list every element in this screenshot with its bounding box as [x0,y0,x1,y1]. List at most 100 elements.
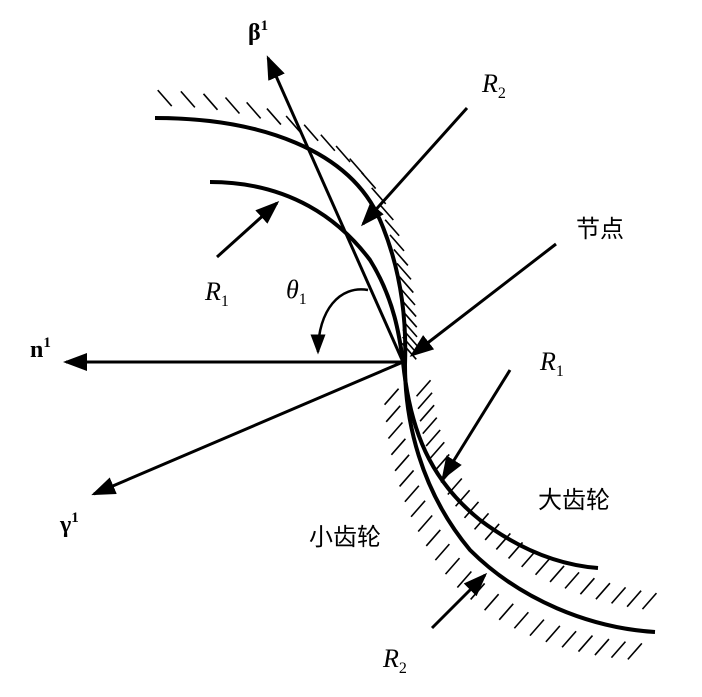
n-superscript: 1 [43,335,51,351]
hatch-mark [579,577,595,595]
hatch-mark [361,172,377,190]
hatch-mark [394,454,410,472]
hatch-mark [444,557,461,575]
r2-top-subscript: 2 [498,85,506,102]
hatch-mark [303,124,319,142]
hatch-mark [610,641,627,659]
large-gear-label: 大齿轮 [538,486,610,514]
hatch-mark [320,134,336,152]
n-label: n1 [30,335,51,363]
beta-symbol: β [248,20,261,46]
hatch-mark [594,638,610,656]
n-symbol: n [30,337,43,363]
hatch-mark [180,90,196,108]
hatch-mark [415,379,432,397]
gamma-superscript: 1 [71,510,79,526]
hatch-mark [577,635,594,653]
hatch-mark [463,501,480,519]
r1-left-pointer [215,200,280,259]
r1-left-subscript: 1 [221,293,229,310]
inner-profile-curve-upper [209,180,405,363]
r1-right-pointer [441,369,512,481]
hatch-mark [417,514,433,533]
pitch-point-pointer [409,242,557,357]
hatch-mark [410,500,426,518]
hatch-mark [549,565,565,583]
hatch-mark [401,300,417,318]
gamma-symbol: γ [59,512,71,538]
hatch-mark [626,590,642,608]
hatch-mark [595,582,611,600]
small-gear-hatching [157,89,418,360]
beta-superscript: 1 [261,18,269,34]
hatch-mark [495,532,511,550]
hatch-mark [404,485,420,503]
hatch-mark [422,417,438,435]
hatch-mark [266,108,282,126]
gamma-label: γ1 [59,510,79,538]
hatch-mark [400,288,416,306]
pitch-point-label: 节点 [576,215,624,243]
hatch-mark [389,234,405,252]
hatch-mark [498,603,514,621]
r1-right-letter: R [539,347,556,376]
hatch-mark [387,421,404,440]
hatch-mark [396,262,412,280]
hatch-mark [456,570,472,588]
hatch-mark [564,571,580,589]
theta-label: θ1 [286,275,307,308]
hatch-mark [641,592,658,610]
hatch-mark [434,453,450,471]
hatch-mark [157,89,173,107]
hatch-mark [455,489,471,507]
hatch-mark [390,438,406,456]
beta-axis-arrow [266,55,405,363]
hatch-mark [429,441,445,459]
hatch-mark [335,145,351,163]
hatch-mark [398,469,415,487]
r2-bottom-subscript: 2 [399,660,407,677]
theta-letter: θ [286,275,299,304]
r1-right-label: R1 [539,347,564,380]
hatch-mark [425,429,441,447]
theta-angle-arc [310,288,369,355]
large-gear-hatching [383,379,658,660]
small-gear-label: 小齿轮 [309,523,381,551]
hatch-mark [610,586,627,604]
hatch-mark [534,558,551,576]
r2-bottom-pointer [430,572,488,630]
r1-left-letter: R [204,277,221,306]
hatch-mark [398,276,414,294]
hatch-mark [545,625,561,643]
beta-label: β1 [248,18,268,46]
hatch-mark [561,630,577,648]
hatch-mark [419,404,435,422]
hatch-mark [434,543,450,561]
r2-bottom-letter: R [382,644,399,673]
hatch-mark [425,529,441,547]
hatch-mark [224,96,241,114]
hatch-mark [384,219,400,237]
hatch-mark [484,523,500,541]
hatch-mark [285,115,301,133]
hatch-mark [202,93,219,111]
theta-subscript: 1 [299,291,307,308]
hatch-mark [385,405,401,423]
inner-profile-curve-lower [401,361,599,570]
hatch-mark [349,158,365,176]
hatch-mark [246,101,262,119]
hatch-mark [383,388,400,406]
gamma-axis-arrow [91,360,404,496]
hatch-mark [417,392,433,410]
hatch-mark [627,642,643,660]
hatch-mark [513,611,529,629]
r1-right-subscript: 1 [556,363,564,380]
r2-top-label: R2 [481,69,506,102]
hatch-mark [378,203,394,221]
hatch-mark [393,248,409,266]
r2-top-letter: R [481,69,498,98]
hatch-mark [529,619,545,637]
hatch-mark [484,593,500,611]
r1-left-label: R1 [204,277,229,310]
